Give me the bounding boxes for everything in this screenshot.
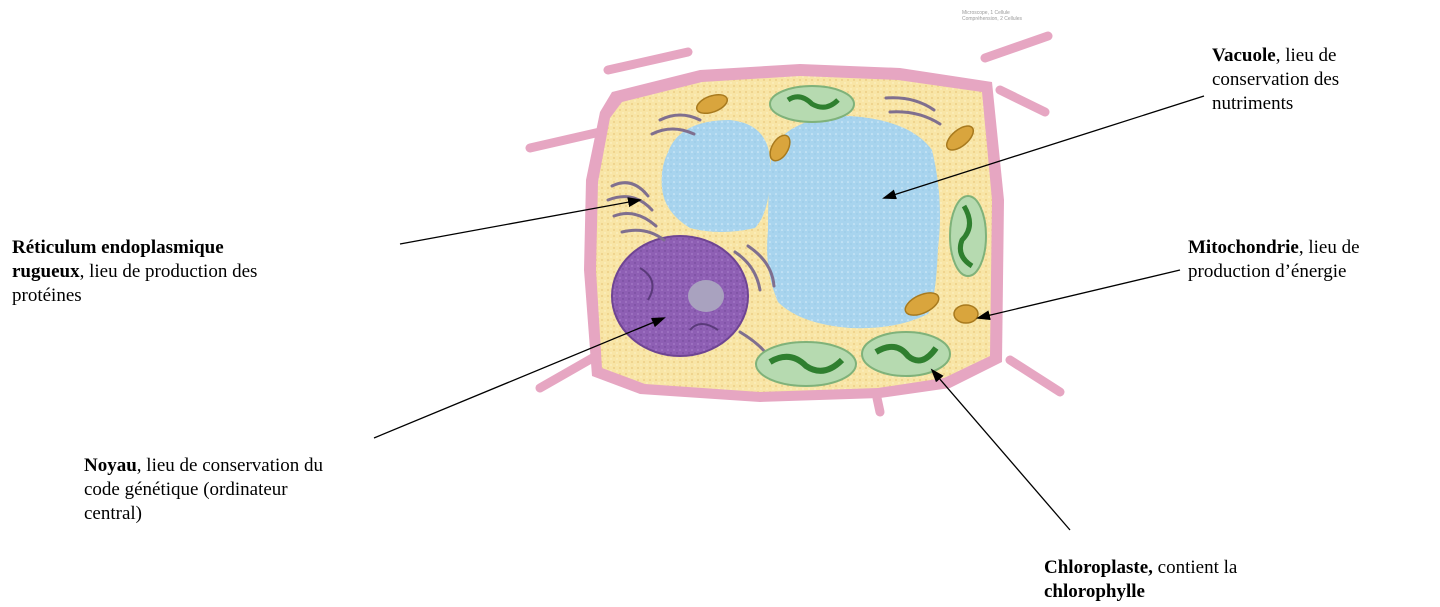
label-chloroplaste-title-2: chlorophylle <box>1044 581 1145 602</box>
label-mitochondria-line2: production d’énergie <box>1188 261 1346 282</box>
credit-text: Microscope, 1 Cellule Compréhension, 2 C… <box>962 10 1032 22</box>
label-noyau-line1: , lieu de conservation du <box>137 455 323 476</box>
large-vacuole <box>767 116 940 328</box>
label-chloroplaste: Chloroplaste, contient la chlorophylle <box>1044 556 1344 604</box>
nucleolus <box>688 280 724 312</box>
label-chloroplaste-line1: contient la <box>1153 557 1237 578</box>
small-vacuole <box>662 120 771 232</box>
label-noyau-line2: code génétique (ordinateur <box>84 479 288 500</box>
label-noyau-line3: central) <box>84 503 142 524</box>
arrow-chloroplaste <box>932 370 1070 530</box>
chloroplast <box>756 342 856 386</box>
nucleus <box>612 236 748 356</box>
label-reticulum: Réticulum endoplasmique rugueux, lieu de… <box>12 236 372 308</box>
chloroplast <box>950 196 986 276</box>
arrow-mitochondria <box>978 270 1180 318</box>
label-mitochondria: Mitochondrie, lieu de production d’énerg… <box>1188 236 1440 284</box>
label-reticulum-title-2: rugueux <box>12 261 80 282</box>
chloroplast <box>770 86 854 122</box>
label-vacuole-line3: nutriments <box>1212 93 1293 114</box>
label-mitochondria-title: Mitochondrie <box>1188 237 1299 258</box>
label-noyau-title: Noyau <box>84 455 137 476</box>
label-reticulum-line3: protéines <box>12 285 82 306</box>
label-mitochondria-line1: , lieu de <box>1299 237 1360 258</box>
label-vacuole: Vacuole, lieu de conservation des nutrim… <box>1212 44 1432 116</box>
chloroplast <box>862 332 950 376</box>
credit-line: Compréhension, 2 Cellules <box>962 16 1032 22</box>
label-chloroplaste-title: Chloroplaste, <box>1044 557 1153 578</box>
label-reticulum-line2: , lieu de production des <box>80 261 258 282</box>
label-vacuole-line2: conservation des <box>1212 69 1339 90</box>
label-noyau: Noyau, lieu de conservation du code géné… <box>84 454 384 526</box>
label-vacuole-title: Vacuole <box>1212 45 1276 66</box>
label-vacuole-line1: , lieu de <box>1276 45 1337 66</box>
label-reticulum-title: Réticulum endoplasmique <box>12 237 224 258</box>
